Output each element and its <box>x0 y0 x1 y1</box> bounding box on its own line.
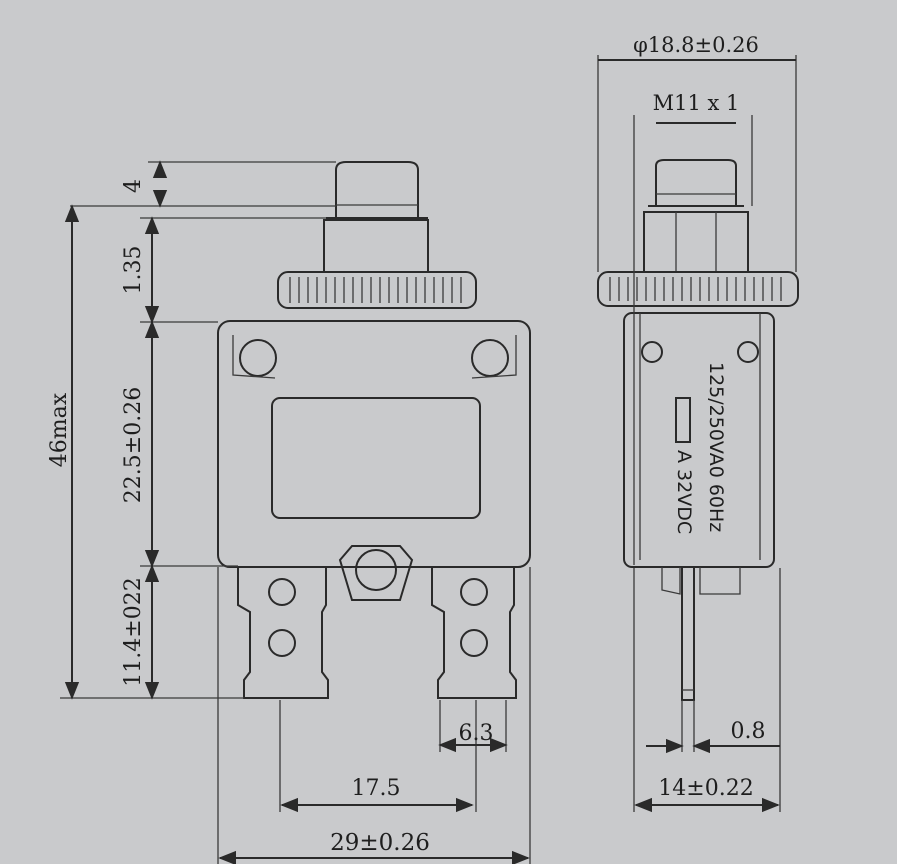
center-nut <box>338 545 414 601</box>
front-body <box>217 320 531 568</box>
terminal-right <box>431 567 517 699</box>
mounting-hole-right <box>471 339 509 377</box>
dim-body-height: 22.5±0.26 <box>121 387 146 503</box>
label-window <box>271 397 481 519</box>
front-cap <box>335 161 419 218</box>
dim-body-width: 29±0.26 <box>330 830 430 856</box>
dim-side-width: 14±0.22 <box>658 776 753 801</box>
dim-stem-height: 1.35 <box>121 246 146 295</box>
side-hex-nut <box>643 211 749 273</box>
side-knurled-nut <box>597 271 799 307</box>
dim-total-height: 46max <box>47 392 72 467</box>
dim-thread: M11 x 1 <box>653 91 740 115</box>
dim-blade-thickness: 0.8 <box>731 719 766 744</box>
dim-cap-height: 4 <box>121 179 146 193</box>
side-body <box>623 312 775 568</box>
label-rating-dc: A 32VDC <box>673 450 695 534</box>
mounting-hole-left <box>239 339 277 377</box>
label-rating-ac: 125/250VA0 60Hz <box>705 362 727 532</box>
front-dimensions: 4 1.35 22.5±0.26 11.4±022 46max 6.3 17.5… <box>47 160 531 864</box>
side-cap <box>655 159 737 206</box>
front-stem <box>323 219 429 273</box>
side-view: 125/250VA0 60Hz A 32VDC <box>597 159 799 701</box>
front-view <box>217 161 531 699</box>
dim-terminal-width: 6.3 <box>459 721 494 746</box>
side-dimensions: φ18.8±0.26 M11 x 1 0.8 14±0.22 <box>597 33 797 813</box>
dim-terminal-spacing: 17.5 <box>352 776 401 801</box>
terminal-left <box>237 567 329 699</box>
front-knurled-nut <box>277 271 477 309</box>
dim-nut-diameter: φ18.8±0.26 <box>633 33 759 57</box>
side-blade <box>681 567 695 701</box>
dim-terminal-height: 11.4±022 <box>121 577 146 686</box>
